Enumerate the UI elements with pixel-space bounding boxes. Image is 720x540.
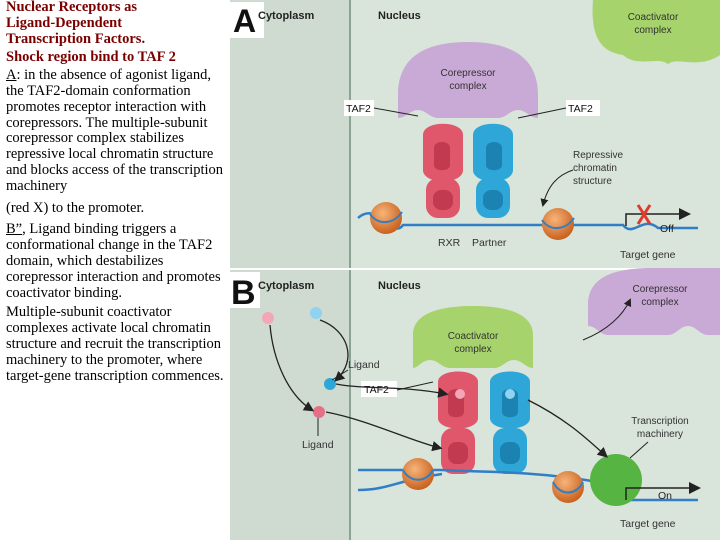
panel-b-on-label: On xyxy=(658,490,672,502)
panel-a-coactivator-label-2: complex xyxy=(634,25,671,36)
panel-b-description: B”, Ligand binding triggers a conformati… xyxy=(6,221,230,301)
panel-a-corepressor-label-1: Corepressor xyxy=(440,68,496,79)
panel-a-partner-label: Partner xyxy=(472,237,507,249)
panel-a-repressive-label-1: Repressive xyxy=(573,150,623,161)
panel-a-corepressor-label-2: complex xyxy=(449,81,486,92)
panel-b-corepressor-label-1: Corepressor xyxy=(632,284,688,295)
panel-b-taf2-label: TAF2 xyxy=(364,384,389,396)
panel-a-description: A: in the absence of agonist ligand, the… xyxy=(6,67,230,194)
panel-a-coactivator-label-1: Coactivator xyxy=(628,12,679,23)
subtitle: Shock region bind to TAF 2 xyxy=(6,49,176,66)
panel-b-label: B” xyxy=(6,221,23,238)
figure: A Cytoplasm Nucleus Coactivator complex … xyxy=(228,0,720,540)
panel-a-rxr-receptor xyxy=(423,123,463,218)
title-line-3: Transcription Factors. xyxy=(6,30,146,47)
panel-b: B Cytoplasm Nucleus Corepressor complex … xyxy=(230,268,720,540)
panel-a-rxr-label: RXR xyxy=(438,237,461,249)
panel-b-transcription-machinery xyxy=(590,454,642,506)
panel-a-partner-receptor xyxy=(473,123,513,218)
panel-a-letter: A xyxy=(233,3,256,39)
panel-a-nucleosome-left xyxy=(370,202,402,234)
panel-b-corepressor-label-2: complex xyxy=(641,297,678,308)
panel-a-text: : in the absence of agonist ligand, the … xyxy=(6,67,224,194)
panel-a-corepressor-shape xyxy=(398,42,538,118)
panel-a-coactivator-shape xyxy=(592,0,720,64)
title-line-1: Nuclear Receptors as xyxy=(6,0,138,15)
panel-a-taf2-left: TAF2 xyxy=(346,103,371,115)
panel-a-nucleosome-right xyxy=(542,208,574,240)
panel-b-description-2: Multiple-subunit coactivator complexes a… xyxy=(6,304,224,384)
panel-b-ligand-blue-nucleus xyxy=(324,378,336,390)
panel-a-cytoplasm-label: Cytoplasm xyxy=(258,10,314,22)
description-text: Nuclear Receptors as Ligand-Dependent Tr… xyxy=(6,0,230,384)
panel-b-coactivator-label-1: Coactivator xyxy=(448,331,499,342)
panel-b-target-gene-label: Target gene xyxy=(620,518,676,530)
panel-b-partner-receptor xyxy=(490,371,530,474)
panel-b-nucleus-label: Nucleus xyxy=(378,280,421,292)
panel-b-machinery-label-2: machinery xyxy=(637,429,683,440)
title: Nuclear Receptors as Ligand-Dependent Tr… xyxy=(6,0,230,47)
panel-a-repressive-label-3: structure xyxy=(573,176,612,187)
panel-b-promoter-arrow xyxy=(625,482,701,500)
panel-b-rxr-receptor xyxy=(438,371,478,474)
panel-a-description-2: (red X) to the promoter. xyxy=(6,199,145,216)
panel-b-nucleosome-right xyxy=(552,471,584,503)
panel-b-coactivator-shape xyxy=(413,306,533,368)
title-line-2: Ligand-Dependent xyxy=(6,14,123,31)
panel-b-ligand-pink-cytoplasm xyxy=(262,312,274,324)
panel-b-ligand-label-bottom: Ligand xyxy=(302,439,334,451)
panel-a-label: A xyxy=(6,67,17,84)
panel-b-ligand-label-top: Ligand xyxy=(348,359,380,371)
panel-a-off-label: Off xyxy=(660,223,674,235)
panel-b-text: , Ligand binding triggers a conformation… xyxy=(6,221,221,301)
panel-b-corepressor-shape xyxy=(588,268,720,335)
panel-b-ligand-blue-cytoplasm xyxy=(310,307,322,319)
panel-b-letter: B xyxy=(231,274,256,312)
panel-b-cytoplasm-label: Cytoplasm xyxy=(258,280,314,292)
panel-a-taf2-right: TAF2 xyxy=(568,103,593,115)
panel-b-machinery-label-1: Transcription xyxy=(631,416,688,427)
panel-b-nucleosome-left xyxy=(402,458,434,490)
panel-a-block-x xyxy=(636,204,652,225)
panel-b-coactivator-label-2: complex xyxy=(454,344,491,355)
panel-a-target-gene-label: Target gene xyxy=(620,249,676,261)
panel-a-promoter-arrow xyxy=(625,208,691,226)
panel-a: A Cytoplasm Nucleus Coactivator complex … xyxy=(228,0,720,268)
panel-a-repressive-label-2: chromatin xyxy=(573,163,617,174)
panel-a-nucleus-label: Nucleus xyxy=(378,10,421,22)
panel-b-ligand-pink-nucleus xyxy=(313,406,325,418)
